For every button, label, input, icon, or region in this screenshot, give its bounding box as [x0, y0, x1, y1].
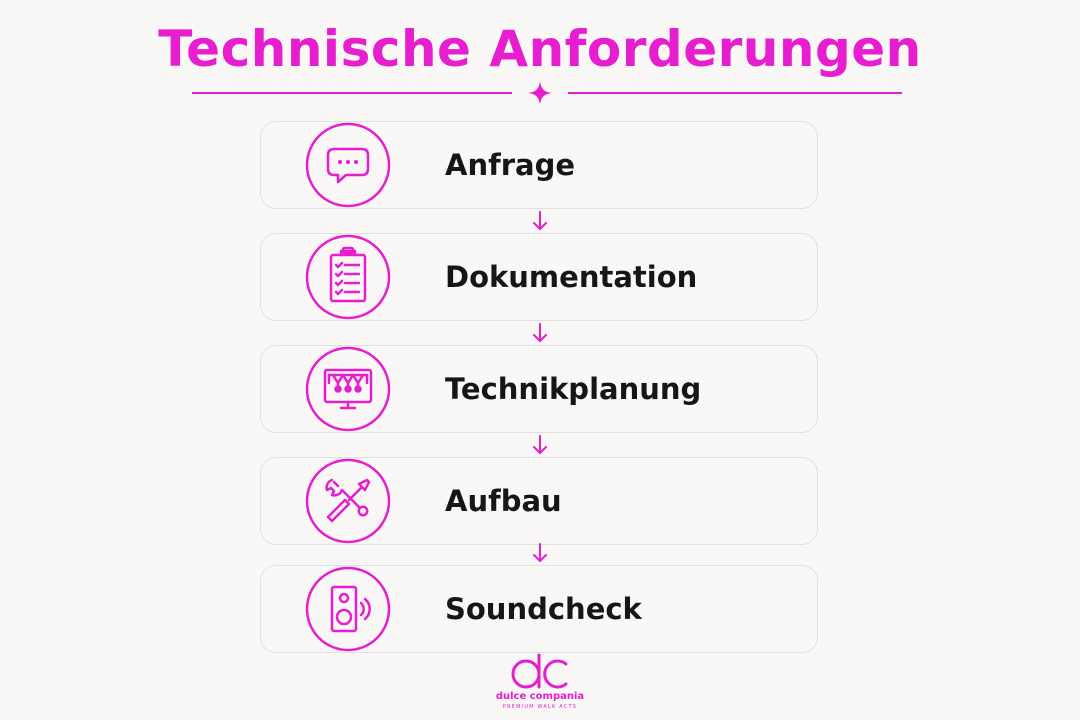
arrow-down-icon: [533, 435, 547, 454]
arrow-down-icon: [533, 211, 547, 230]
step-label-anfrage: Anfrage: [445, 148, 576, 182]
arrow-down-icon: [533, 543, 547, 562]
title-divider-left: [192, 92, 512, 94]
sparkle-icon: [528, 81, 552, 105]
step-card-aufbau: Aufbau: [260, 457, 818, 545]
wrench-screwdriver-icon: [305, 458, 391, 544]
stage-lighting-icon: [305, 346, 391, 432]
clipboard-checklist-icon: [305, 234, 391, 320]
title-divider-right: [568, 92, 902, 94]
step-card-soundcheck: Soundcheck: [260, 565, 818, 653]
speaker-icon: [305, 566, 391, 652]
step-label-technikplanung: Technikplanung: [445, 372, 702, 406]
brand-logo: dulce compania PREMIUM WALK ACTS: [480, 652, 600, 716]
step-label-soundcheck: Soundcheck: [445, 592, 642, 626]
brand-name: dulce compania: [495, 691, 585, 702]
brand-tagline: PREMIUM WALK ACTS: [502, 704, 578, 710]
dc-monogram-logo-icon: [511, 653, 568, 689]
speech-bubble-icon: [305, 122, 391, 208]
arrow-down-icon: [533, 323, 547, 342]
step-card-technikplanung: Technikplanung: [260, 345, 818, 433]
step-card-dokumentation: Dokumentation: [260, 233, 818, 321]
step-card-anfrage: Anfrage: [260, 121, 818, 209]
page-title: Technische Anforderungen: [158, 20, 922, 78]
step-label-aufbau: Aufbau: [445, 484, 562, 518]
step-label-dokumentation: Dokumentation: [445, 260, 698, 294]
